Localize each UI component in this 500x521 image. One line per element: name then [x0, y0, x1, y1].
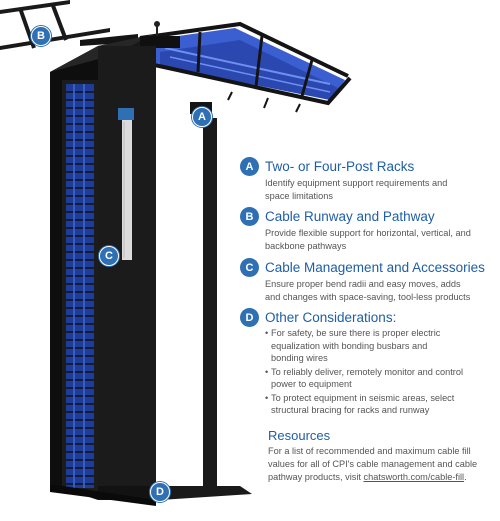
section-badge-a: A: [240, 157, 259, 176]
resources-section: Resources For a list of recommended and …: [268, 428, 498, 483]
marker-d: D: [150, 482, 170, 502]
rack-base: [50, 484, 156, 506]
section-description: Identify equipment support requirements …: [265, 178, 448, 201]
section-title: Cable Runway and Pathway: [265, 209, 435, 224]
marker-c: C: [99, 246, 119, 266]
list-item: To reliably deliver, remotely monitor an…: [265, 366, 492, 391]
list-item: To protect equipment in seismic areas, s…: [265, 392, 492, 417]
section-badge-b: B: [240, 207, 259, 226]
resources-title: Resources: [268, 428, 331, 443]
section-description: Provide flexible support for horizontal,…: [265, 228, 471, 251]
list-item: For safety, be sure there is proper elec…: [265, 327, 492, 365]
cable-fill-link[interactable]: chatsworth.com/cable-fill: [363, 471, 465, 482]
cable-manager: [62, 80, 98, 492]
section-two-four-post-racks: A Two- or Four-Post Racks Identify equip…: [240, 157, 492, 202]
cable-runway-top: [80, 21, 352, 113]
rack-rear-post: [150, 102, 252, 500]
section-cable-management: C Cable Management and Accessories Ensur…: [240, 258, 492, 303]
section-other-considerations: D Other Considerations: For safety, be s…: [240, 308, 492, 418]
section-title: Cable Management and Accessories: [265, 260, 485, 275]
section-badge-d: D: [240, 308, 259, 327]
section-cable-runway: B Cable Runway and Pathway Provide flexi…: [240, 207, 492, 252]
section-badge-c: C: [240, 258, 259, 277]
cable-manager-door: [98, 46, 156, 500]
resources-text: For a list of recommended and maximum ca…: [268, 446, 478, 482]
section-title: Other Considerations:: [265, 310, 397, 325]
section-description: Ensure proper bend radii and easy moves,…: [265, 279, 471, 302]
marker-a: A: [192, 107, 212, 127]
marker-b: B: [31, 26, 51, 46]
section-title: Two- or Four-Post Racks: [265, 159, 415, 174]
considerations-list: For safety, be sure there is proper elec…: [265, 327, 492, 417]
